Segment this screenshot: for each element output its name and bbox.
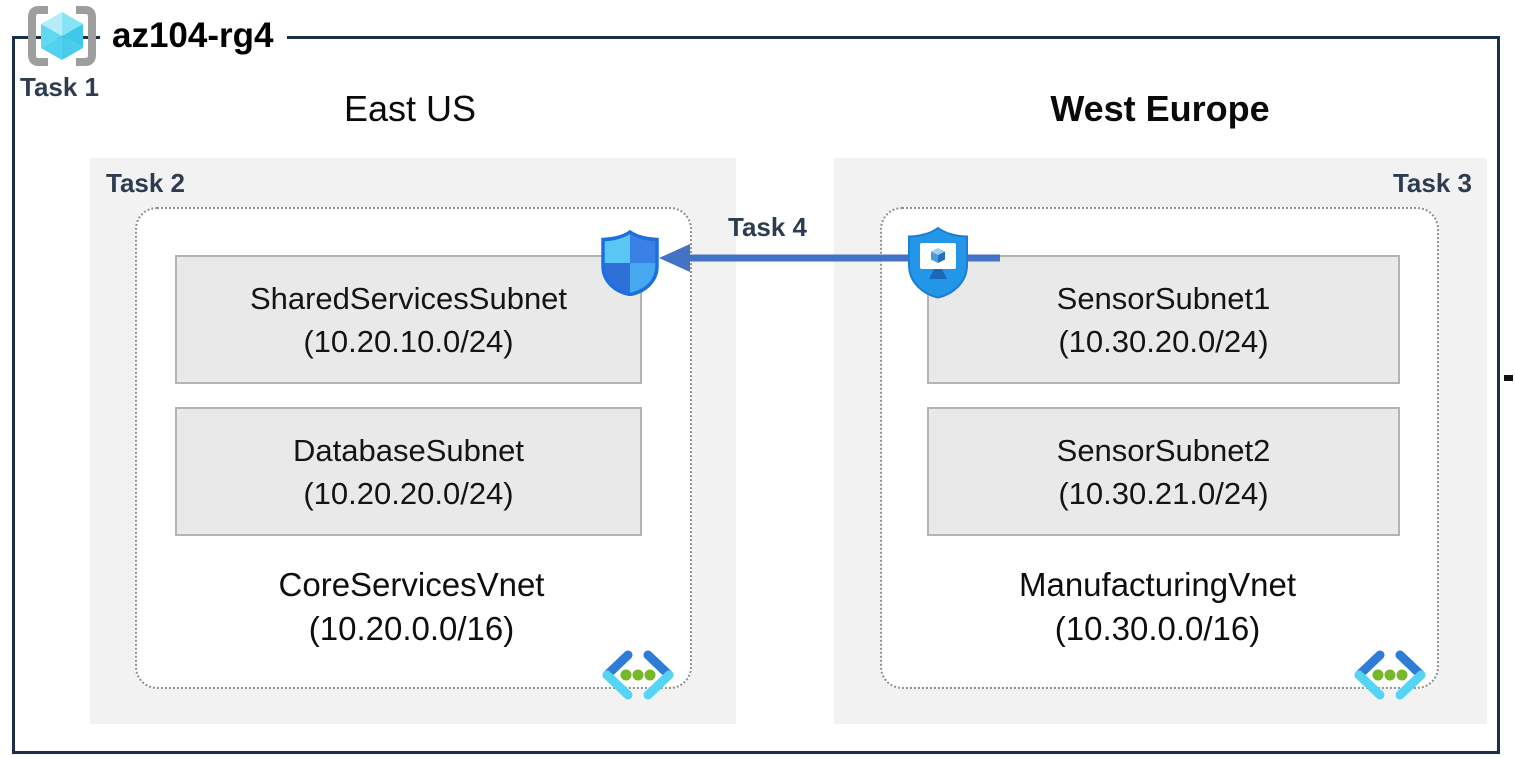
network-security-group-icon — [600, 229, 660, 297]
task2-label: Task 2 — [106, 168, 186, 198]
region-label-east-us: East US — [343, 88, 477, 129]
subnet-cidr: (10.30.21.0/24) — [1058, 475, 1269, 511]
subnet-cidr: (10.20.20.0/24) — [303, 475, 514, 511]
subnet-sensor1: SensorSubnet1 (10.30.20.0/24) — [927, 255, 1400, 384]
subnet-database: DatabaseSubnet (10.20.20.0/24) — [175, 407, 642, 536]
vnet-label-manufacturing: ManufacturingVnet (10.30.0.0/16) — [880, 563, 1435, 651]
bastion-icon — [906, 226, 970, 300]
vnet-name: CoreServicesVnet — [278, 566, 545, 603]
subnet-sharedservices: SharedServicesSubnet (10.20.10.0/24) — [175, 255, 642, 384]
resource-group-title: az104-rg4 — [100, 12, 288, 60]
subnet-name: DatabaseSubnet — [293, 432, 524, 468]
vnet-label-coreservices: CoreServicesVnet (10.20.0.0/16) — [135, 563, 688, 651]
virtual-network-icon — [1352, 650, 1428, 700]
subnet-cidr: (10.20.10.0/24) — [303, 323, 514, 359]
subnet-cidr: (10.30.20.0/24) — [1058, 323, 1269, 359]
resource-group-icon — [26, 5, 98, 67]
task3-label: Task 3 — [1392, 168, 1472, 198]
subnet-sensor2: SensorSubnet2 (10.30.21.0/24) — [927, 407, 1400, 536]
subnet-name: SharedServicesSubnet — [249, 280, 568, 316]
task1-label: Task 1 — [20, 72, 100, 102]
virtual-network-icon — [600, 650, 676, 700]
vnet-name: ManufacturingVnet — [1018, 566, 1296, 603]
vnet-cidr: (10.20.0.0/16) — [308, 610, 515, 647]
task4-label: Task 4 — [728, 212, 808, 242]
subnet-name: SensorSubnet1 — [1056, 280, 1271, 316]
region-label-west-europe: West Europe — [1050, 88, 1270, 129]
edge-dash-mark — [1504, 375, 1513, 381]
vnet-cidr: (10.30.0.0/16) — [1054, 610, 1261, 647]
subnet-name: SensorSubnet2 — [1056, 432, 1271, 468]
